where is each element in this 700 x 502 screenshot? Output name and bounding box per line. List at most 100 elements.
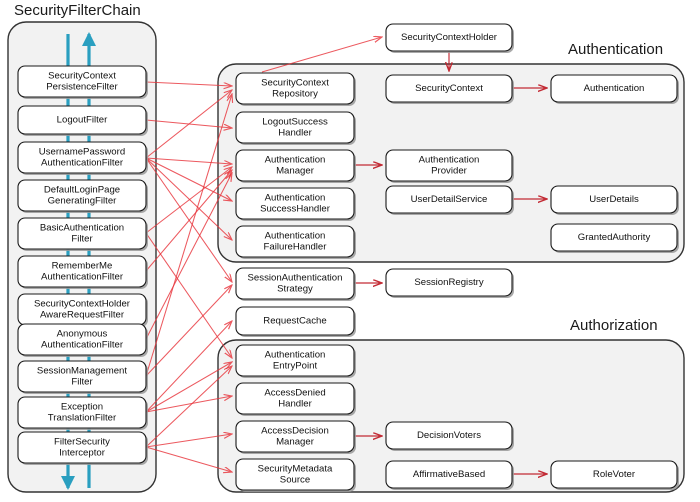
node-box [385,23,513,52]
node-label-line-1: Handler [278,128,312,139]
node-box [235,344,355,377]
node-box [385,74,513,103]
node-label-line-0: Authentication [265,193,326,204]
group-title-authentication: Authentication [568,41,663,58]
node-box [235,72,355,105]
node-box [235,382,355,415]
node-label-line-1: FailureHandler [264,242,328,253]
node-label-line-0: DecisionVoters [417,430,481,441]
node-label-line-1: PersistenceFilter [46,82,118,93]
node-granted-authority[interactable]: GrantedAuthority [550,223,679,253]
node-label-line-1: Source [280,475,310,486]
node-label-line-0: GrantedAuthority [578,232,651,243]
node-user-details[interactable]: UserDetails [550,185,679,215]
node-label-line-0: Anonymous [57,329,108,340]
edge-exception-translation-filter-to-access-denied-handler [145,396,232,413]
node-box [550,185,678,214]
node-authentication[interactable]: Authentication [550,74,679,104]
node-box [385,460,513,489]
node-request-cache[interactable]: RequestCache [235,306,356,337]
node-label-line-1: AuthenticationFilter [41,340,124,351]
node-decision-voters[interactable]: DecisionVoters [385,421,514,451]
component-nodes: SecurityContextPersistenceFilterLogoutFi… [17,23,679,492]
node-label-line-1: AwareRequestFilter [40,310,125,321]
node-logout-filter[interactable]: LogoutFilter [17,105,148,136]
edge-security-context-repository-to-security-context-holder [261,37,382,73]
node-box [17,255,147,288]
node-label-line-0: UserDetails [589,194,639,205]
node-role-voter[interactable]: RoleVoter [550,460,679,490]
node-box [550,74,678,103]
node-session-registry[interactable]: SessionRegistry [385,268,514,298]
edge-filter-security-interceptor-to-authentication-entry-point [145,366,232,448]
node-box [235,458,355,491]
node-label-line-0: LogoutSuccess [262,117,328,128]
edge-username-password-authentication-filter-to-authentication-failure-handler [145,157,232,240]
node-user-detail-service[interactable]: UserDetailService [385,185,514,215]
node-box [17,431,147,464]
node-box [235,306,355,336]
node-label-line-1: SuccessHandler [260,204,331,215]
node-label-line-1: Provider [431,166,468,177]
node-label-line-1: EntryPoint [273,361,318,372]
group-title-authorization: Authorization [570,317,658,334]
edge-session-management-filter-to-session-authentication-strategy [145,285,232,377]
node-box [385,421,513,450]
node-label-line-0: SecurityContext [415,83,483,94]
edge-session-management-filter-to-security-context-repository [145,94,232,377]
node-label-line-0: Authentication [265,155,326,166]
node-label-line-0: UsernamePassword [39,147,125,158]
group-title-filter-chain: SecurityFilterChain [14,2,141,19]
node-label-line-1: Repository [272,89,318,100]
node-label-line-1: Filter [71,377,93,388]
node-security-context-holder[interactable]: SecurityContextHolder [385,23,514,53]
node-box [235,267,355,300]
node-label-line-0: SecurityContext [48,71,116,82]
node-label-line-0: Authentication [265,350,326,361]
node-box [17,396,147,429]
edge-username-password-authentication-filter-to-security-context-repository [145,90,232,159]
node-box [17,105,147,135]
node-label-line-0: SessionAuthentication [248,273,343,284]
request-flow-down-head [61,476,75,490]
node-label-line-0: Authentication [265,231,326,242]
node-label-line-1: Handler [278,399,312,410]
node-box [235,187,355,220]
node-box [17,179,147,212]
node-box [385,268,513,297]
node-box [235,111,355,144]
group-titles: SecurityFilterChainAuthenticationAuthori… [14,2,663,334]
node-affirmative-based[interactable]: AffirmativeBased [385,460,514,490]
node-box [235,149,355,182]
edge-remember-me-authentication-filter-to-authentication-manager [145,170,232,272]
edge-exception-translation-filter-to-authentication-entry-point [145,362,232,413]
node-security-context[interactable]: SecurityContext [385,74,514,104]
node-label-line-1: Manager [276,437,315,448]
node-label-line-0: Exception [61,402,103,413]
node-label-line-0: LogoutFilter [57,115,108,126]
edge-filter-security-interceptor-to-security-metadata-source [145,446,232,472]
